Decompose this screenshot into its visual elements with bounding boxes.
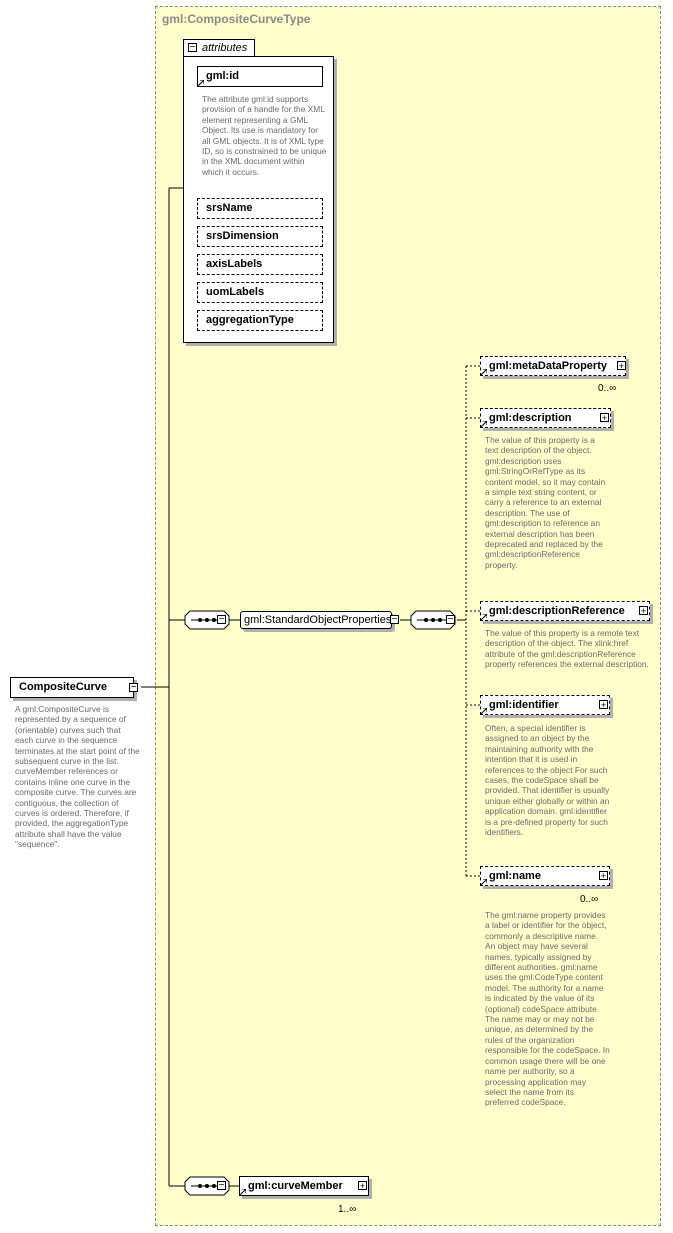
description-reference-text: The value of this property is a remote t… <box>485 628 649 670</box>
cardinality: 0..∞ <box>598 383 617 394</box>
attribute-label: srsName <box>206 202 253 214</box>
attribute-label: aggregationType <box>206 314 294 326</box>
group-label: gml:StandardObjectProperties <box>244 614 392 626</box>
attributes-tab[interactable]: attributes <box>183 39 255 57</box>
element-name[interactable]: gml:name <box>480 866 610 886</box>
attribute-srsdimension[interactable]: srsDimension <box>197 226 323 247</box>
attribute-axislabels[interactable]: axisLabels <box>197 254 323 275</box>
element-metadataproperty[interactable]: gml:metaDataProperty <box>480 356 626 376</box>
description-text: The value of this property is a text des… <box>485 435 606 570</box>
element-label: gml:metaDataProperty <box>489 360 607 372</box>
element-description[interactable]: gml:description <box>480 408 611 428</box>
attribute-srsname[interactable]: srsName <box>197 198 323 219</box>
attribute-gml-id[interactable]: gml:id <box>197 66 323 87</box>
expand-icon[interactable]: + <box>599 700 608 710</box>
name-text: The gml:name property provides a label o… <box>485 910 610 1108</box>
expand-icon[interactable]: + <box>639 606 648 616</box>
element-label: gml:curveMember <box>248 1180 343 1192</box>
collapse-attributes-icon[interactable]: − <box>188 42 197 53</box>
attribute-aggregationtype[interactable]: aggregationType <box>197 310 323 331</box>
reference-arrow-icon <box>481 708 487 714</box>
expand-icon[interactable]: + <box>617 361 626 371</box>
element-curvemember[interactable]: gml:curveMember <box>239 1176 369 1196</box>
collapse-sequence-icon[interactable]: − <box>446 614 455 625</box>
identifier-text: Often, a special identifier is assigned … <box>485 723 610 838</box>
element-label: gml:identifier <box>489 699 559 711</box>
cardinality: 1..∞ <box>338 1204 357 1215</box>
collapse-root-icon[interactable]: − <box>129 682 138 693</box>
expand-icon[interactable]: + <box>599 871 608 881</box>
collapse-sequence-icon[interactable]: − <box>217 1180 226 1191</box>
root-element[interactable]: CompositeCurve <box>10 677 134 698</box>
reference-arrow-icon <box>481 369 487 375</box>
element-label: gml:description <box>489 412 572 424</box>
reference-arrow-icon <box>481 421 487 427</box>
element-label: gml:descriptionReference <box>489 605 625 617</box>
collapse-group-icon[interactable]: − <box>390 614 399 625</box>
attribute-label: gml:id <box>206 70 239 82</box>
expand-icon[interactable]: + <box>600 413 609 423</box>
attribute-label: uomLabels <box>206 286 265 298</box>
attribute-uomlabels[interactable]: uomLabels <box>197 282 323 303</box>
expand-icon[interactable]: + <box>358 1181 367 1191</box>
cardinality: 0..∞ <box>580 894 599 905</box>
attribute-gml-id-description: The attribute gml:id supports provision … <box>202 94 327 177</box>
reference-arrow-icon <box>481 614 487 620</box>
root-description: A gml:CompositeCurve is represented by a… <box>15 704 140 850</box>
attribute-label: axisLabels <box>206 258 263 270</box>
type-title: gml:CompositeCurveType <box>162 12 311 26</box>
reference-arrow-icon <box>240 1189 246 1195</box>
reference-arrow-icon <box>198 80 204 86</box>
attribute-label: srsDimension <box>206 230 279 242</box>
group-standard-object-properties[interactable]: gml:StandardObjectProperties <box>240 611 392 629</box>
collapse-sequence-icon[interactable]: − <box>217 614 226 625</box>
root-element-label: CompositeCurve <box>19 681 108 693</box>
attributes-tab-label: attributes <box>202 42 248 54</box>
element-label: gml:name <box>489 870 541 882</box>
reference-arrow-icon <box>481 879 487 885</box>
element-descriptionreference[interactable]: gml:descriptionReference <box>480 601 650 621</box>
element-identifier[interactable]: gml:identifier <box>480 695 610 715</box>
